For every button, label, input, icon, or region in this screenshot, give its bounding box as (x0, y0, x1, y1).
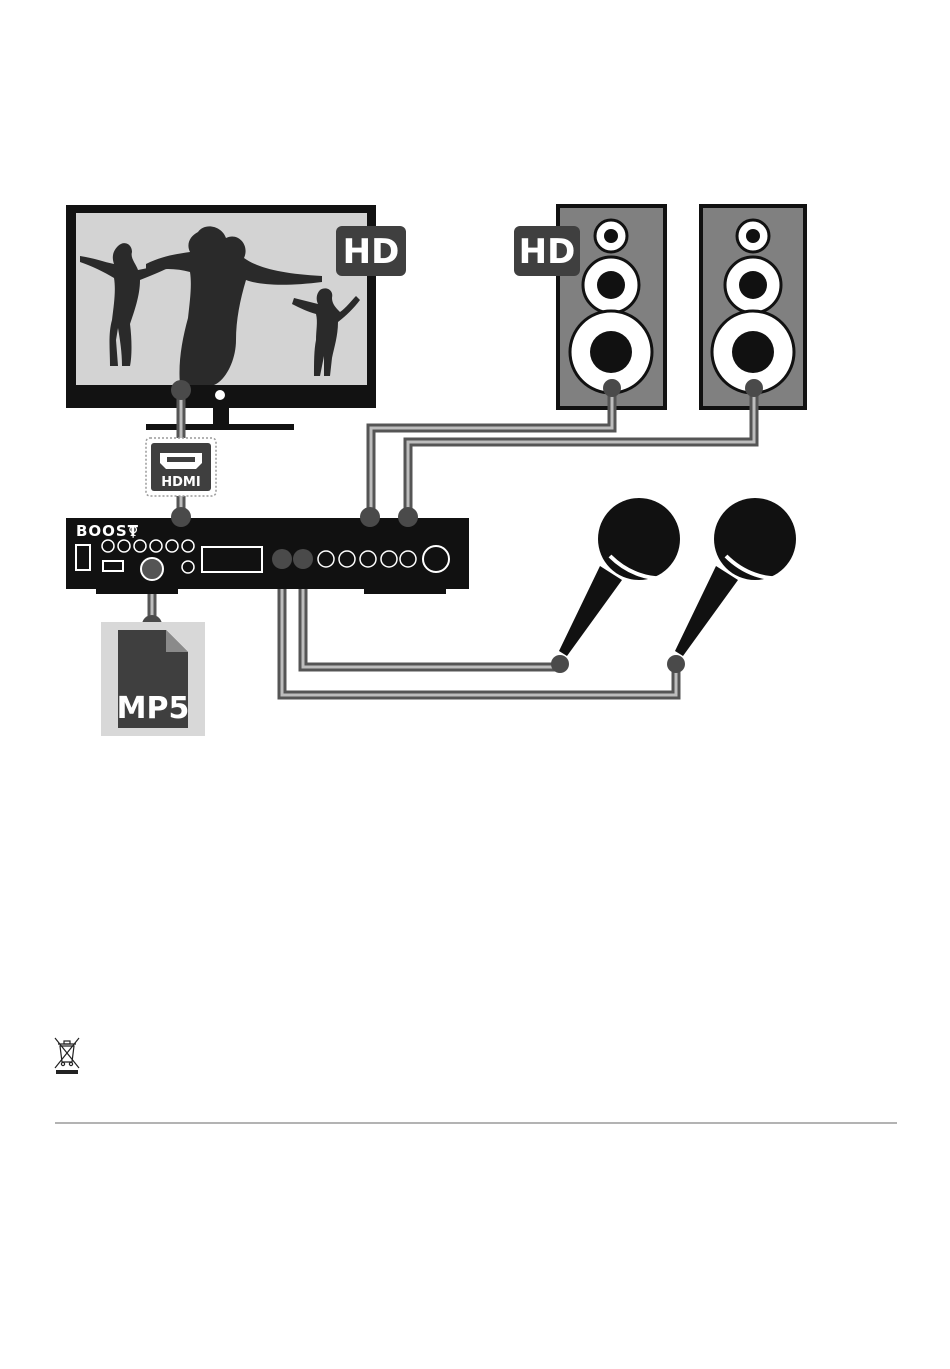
tv-stand-base (146, 424, 294, 430)
player-mic-left-connector (293, 549, 313, 569)
media-input-port (141, 558, 163, 580)
hdmi-label: HDMI (161, 475, 200, 490)
player-mic-right-connector (272, 549, 292, 569)
player-hdmi-connector (171, 507, 191, 527)
media-file-icon: MP5 (101, 622, 205, 736)
player-speaker-right-connector (398, 507, 418, 527)
mic-right-connector (667, 655, 685, 673)
microphone-left (559, 498, 680, 656)
player-foot-right (364, 589, 446, 594)
player-brand-mic-glyph: ♀ (128, 524, 138, 540)
karaoke-player: BOOST ♀ (66, 518, 469, 594)
speaker-hd-badge-label: HD (519, 232, 576, 272)
microphone-right (675, 498, 796, 656)
tv-stand-neck (213, 408, 229, 424)
tv-hdmi-connector (171, 380, 191, 400)
divider-rule (55, 1122, 897, 1124)
tv-hd-badge-label: HD (343, 232, 400, 272)
television: HD (66, 205, 406, 430)
player-foot-left (96, 589, 178, 594)
speaker-right (701, 206, 805, 408)
media-file-label: MP5 (117, 691, 190, 726)
speaker-left-connector (603, 379, 621, 397)
crossed-out-wheelie-bin-icon (55, 1038, 79, 1074)
hdmi-plug-icon: HDMI (146, 438, 216, 496)
tv-power-led (215, 390, 225, 400)
speaker-right-connector (745, 379, 763, 397)
mic-left-connector (551, 655, 569, 673)
player-speaker-left-connector (360, 507, 380, 527)
